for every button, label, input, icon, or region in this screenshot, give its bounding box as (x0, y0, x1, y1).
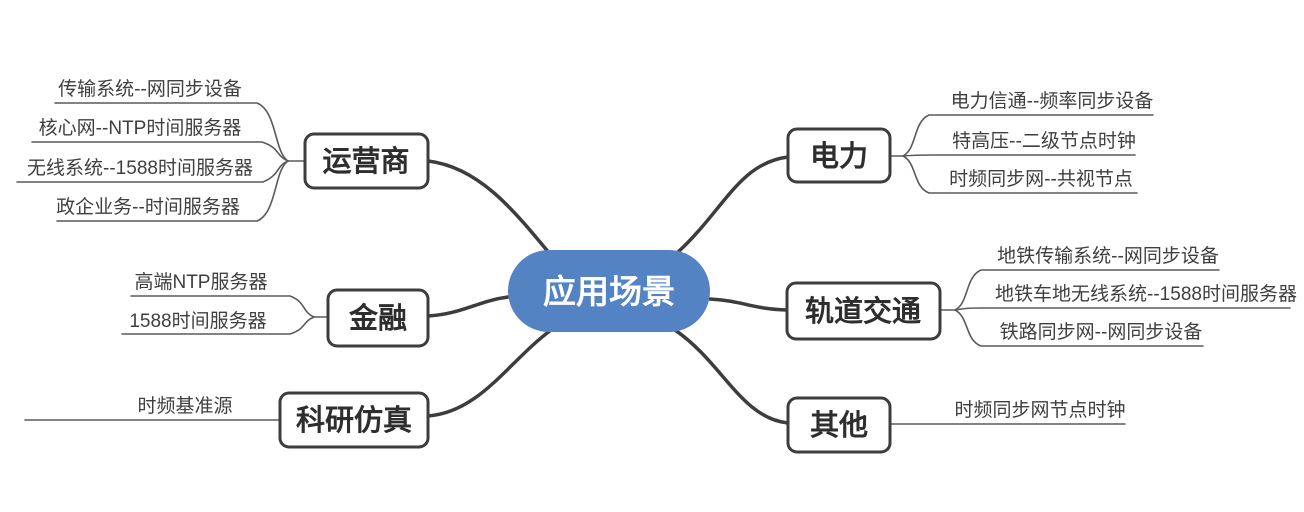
connector-center-rail (708, 297, 789, 312)
leaf-line-power-1 (902, 154, 1136, 157)
leaf-line-power-0 (902, 114, 1154, 157)
leaf-label-power-0[interactable]: 电力信通--频率同步设备 (951, 90, 1154, 112)
connector-center-operators (426, 159, 552, 256)
leaf-label-operators-3[interactable]: 政企业务--时间服务器 (56, 196, 240, 218)
branch-node-finance[interactable]: 金融 (326, 288, 430, 348)
leaf-line-rail-1 (954, 307, 1291, 311)
leaf-label-rail-2[interactable]: 铁路同步网--网同步设备 (1000, 321, 1203, 343)
leaf-label-power-2[interactable]: 时频同步网--共视节点 (949, 168, 1133, 190)
branch-box-research-simulation[interactable] (278, 391, 430, 449)
connector-center-finance (426, 295, 510, 318)
leaf-line-operators-1 (31, 141, 289, 162)
leaf-label-rail-1[interactable]: 地铁车地无线系统--1588时间服务器 (995, 283, 1297, 305)
branch-node-power[interactable]: 电力 (786, 127, 892, 184)
leaf-label-rail-0[interactable]: 地铁传输系统--网同步设备 (997, 245, 1219, 267)
leaf-line-operators-3 (56, 160, 289, 222)
branch-label-other: 其他 (810, 409, 868, 442)
branch-node-rail-transit[interactable]: 轨道交通 (785, 281, 942, 341)
branch-node-other[interactable]: 其他 (786, 396, 892, 454)
branch-node-research-simulation[interactable]: 科研仿真 (278, 391, 430, 449)
branch-box-finance[interactable] (326, 288, 430, 348)
branch-box-operators[interactable] (303, 132, 430, 190)
leaf-label-operators-1[interactable]: 核心网--NTP时间服务器 (39, 117, 242, 139)
branch-node-operators[interactable]: 运营商 (303, 132, 430, 190)
leaf-line-operators-2 (16, 160, 289, 183)
branch-box-other[interactable] (786, 396, 892, 454)
leaf-label-other-0[interactable]: 时频同步网节点时钟 (954, 399, 1125, 421)
connector-center-other (673, 328, 790, 425)
leaf-line-operators-0 (54, 102, 289, 162)
central-topic-label: 应用场景 (543, 273, 675, 310)
leaf-label-operators-0[interactable]: 传输系统--网同步设备 (58, 78, 242, 100)
leaf-label-power-1[interactable]: 特高压--二级节点时钟 (952, 130, 1136, 152)
leaf-line-rail-2 (954, 309, 1204, 347)
leaf-line-finance-0 (130, 295, 315, 318)
connector-center-research (426, 328, 553, 418)
leaf-line-rail-0 (954, 269, 1220, 311)
central-topic-pill[interactable] (508, 250, 710, 332)
leaf-label-finance-0[interactable]: 高端NTP服务器 (134, 271, 267, 293)
leaf-line-finance-1 (121, 316, 315, 335)
central-topic-node[interactable]: 应用场景 (508, 250, 710, 332)
branch-label-research-simulation: 科研仿真 (296, 404, 412, 437)
leaf-line-power-2 (902, 155, 1138, 194)
branch-box-power[interactable] (786, 127, 892, 184)
branch-box-rail-transit[interactable] (785, 281, 942, 341)
leaf-label-operators-2[interactable]: 无线系统--1588时间服务器 (27, 157, 253, 179)
branch-label-operators: 运营商 (322, 145, 409, 178)
leaf-label-finance-1[interactable]: 1588时间服务器 (129, 310, 266, 332)
branch-label-finance: 金融 (348, 301, 407, 335)
leaf-label-research-0[interactable]: 时频基准源 (137, 395, 232, 417)
branch-label-power: 电力 (810, 140, 868, 173)
connector-center-power (675, 155, 790, 255)
branch-label-rail-transit: 轨道交通 (805, 294, 921, 328)
